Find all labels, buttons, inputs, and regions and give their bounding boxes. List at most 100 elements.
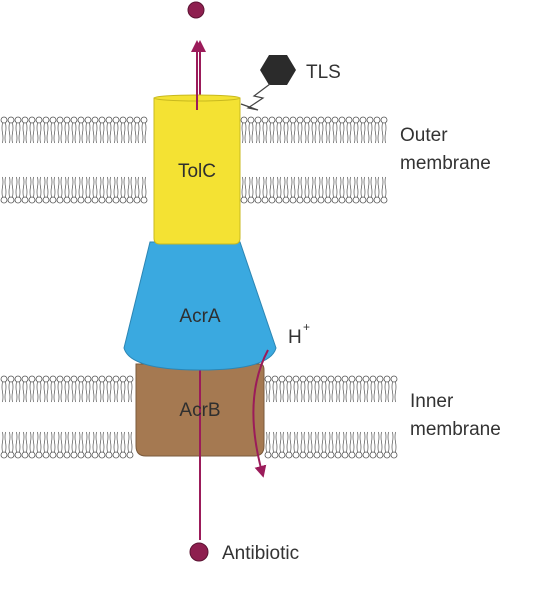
lipid-head (119, 451, 127, 459)
lipid-head (303, 116, 311, 124)
lipid-head (376, 375, 384, 383)
lipid-tail (71, 381, 77, 403)
lipid-tail (120, 122, 126, 144)
lipid-head (63, 451, 71, 459)
acrb-label: AcrB (179, 400, 220, 421)
lipid-head (140, 116, 148, 124)
lipid-head (126, 116, 134, 124)
lipid-tail (71, 176, 77, 198)
antibiotic-label: Antibiotic (222, 543, 299, 564)
lipid-head (21, 116, 29, 124)
lipid-head (28, 375, 36, 383)
lipid-tail (43, 431, 49, 453)
lipid-head (310, 196, 318, 204)
lipid-tail (92, 176, 98, 198)
lipid-head (91, 375, 99, 383)
lipid-tail (314, 431, 320, 453)
lipid-head (366, 116, 374, 124)
lipid-tail (50, 431, 56, 453)
lipid-tail (85, 122, 91, 144)
lipid-tail (43, 176, 49, 198)
lipid-tail (29, 381, 35, 403)
lipid-head (84, 196, 92, 204)
lipid-head (359, 196, 367, 204)
lipid-tail (43, 122, 49, 144)
lipid-head (306, 451, 314, 459)
lipid-head (77, 116, 85, 124)
lipid-head (369, 451, 377, 459)
lipid-head (7, 451, 15, 459)
lipid-tail (78, 122, 84, 144)
lipid-head (341, 375, 349, 383)
lipid-tail (342, 381, 348, 403)
lipid-head (334, 451, 342, 459)
lipid-head (119, 375, 127, 383)
lipid-tail (381, 122, 387, 144)
lipid-tail (22, 122, 28, 144)
lipid-tail (134, 176, 140, 198)
lipid-head (278, 451, 286, 459)
lipid-tail (360, 122, 366, 144)
lipid-tail (22, 176, 28, 198)
lipid-head (331, 196, 339, 204)
lipid-head (355, 375, 363, 383)
lipid-head (278, 375, 286, 383)
lipid-head (275, 196, 283, 204)
lipid-head (334, 375, 342, 383)
lipid-head (341, 451, 349, 459)
lipid-tail (92, 431, 98, 453)
lipid-tail (360, 176, 366, 198)
lipid-tail (113, 431, 119, 453)
lipid-tail (15, 431, 21, 453)
lipid-head (390, 451, 398, 459)
lipid-tail (8, 381, 14, 403)
proton-charge-label: + (303, 320, 310, 334)
lipid-head (119, 116, 127, 124)
lipid-head (14, 375, 22, 383)
lipid-tail (248, 176, 254, 198)
lipid-tail (304, 176, 310, 198)
lipid-tail (57, 176, 63, 198)
lipid-tail (99, 122, 105, 144)
lipid-tail (99, 431, 105, 453)
lipid-tail (106, 122, 112, 144)
lipid-head (105, 196, 113, 204)
acra-label: AcrA (179, 306, 221, 327)
lipid-tail (50, 176, 56, 198)
lipid-tail (370, 431, 376, 453)
lipid-head (21, 451, 29, 459)
lipid-tail (279, 431, 285, 453)
outer-membrane-bilayer (0, 116, 388, 204)
lipid-head (28, 116, 36, 124)
lipid-head (338, 196, 346, 204)
lipid-tail (262, 176, 268, 198)
lipid-tail (36, 176, 42, 198)
lipid-head (292, 375, 300, 383)
lipid-head (98, 375, 106, 383)
lipid-head (84, 451, 92, 459)
lipid-head (35, 451, 43, 459)
lipid-tail (1, 381, 7, 403)
lipid-head (70, 116, 78, 124)
lipid-head (338, 116, 346, 124)
lipid-head (56, 196, 64, 204)
lipid-head (98, 116, 106, 124)
lipid-head (289, 196, 297, 204)
lipid-tail (328, 381, 334, 403)
lipid-tail (321, 381, 327, 403)
lipid-tail (262, 122, 268, 144)
lipid-tail (113, 381, 119, 403)
lipid-tail (22, 431, 28, 453)
lipid-tail (381, 176, 387, 198)
lipid-head (303, 196, 311, 204)
lipid-tail (276, 176, 282, 198)
lipid-tail (304, 122, 310, 144)
lipid-head (268, 196, 276, 204)
lipid-tail (346, 176, 352, 198)
lipid-tail (120, 176, 126, 198)
lipid-tail (349, 431, 355, 453)
lipid-head (133, 196, 141, 204)
lipid-tail (377, 431, 383, 453)
lipid-tail (36, 431, 42, 453)
lipid-head (366, 196, 374, 204)
